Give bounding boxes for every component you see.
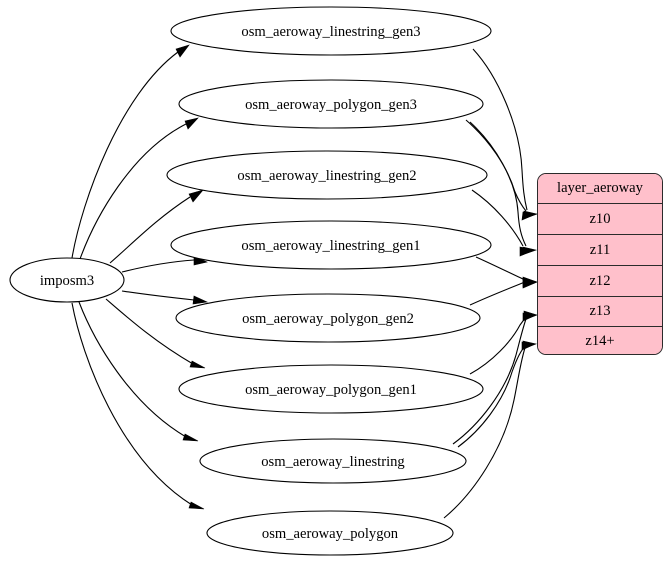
edge-linestring-gen1-to-z12 [475, 256, 526, 281]
arrowhead-linestring [182, 433, 199, 442]
arrowhead-z10-b [521, 211, 538, 221]
arrowhead-polygon [188, 501, 205, 510]
layer-aeroway-table[interactable]: layer_aeroway z10 z11 z12 z13 z14+ [537, 173, 663, 355]
edge-imposm3-to-linestring-gen3 [71, 51, 179, 259]
node-osm_aeroway_polygon_gen1[interactable]: osm_aeroway_polygon_gen1 [178, 364, 484, 414]
arrowhead-z14plus-b [521, 341, 537, 351]
node-osm_aeroway_polygon_gen2-shape[interactable] [175, 293, 481, 343]
node-osm_aeroway_polygon_gen3-shape[interactable] [178, 79, 484, 129]
node-osm_aeroway_linestring-label: osm_aeroway_linestring [261, 454, 405, 470]
layer-aeroway-row-z10-label: z10 [589, 210, 611, 227]
node-imposm3-label: imposm3 [40, 273, 94, 289]
node-osm_aeroway_linestring_gen3-shape[interactable] [170, 6, 492, 56]
arrowhead-polygon-gen1 [189, 360, 206, 369]
node-osm_aeroway_linestring_gen3[interactable]: osm_aeroway_linestring_gen3 [170, 6, 492, 56]
arrowhead-z11-b [519, 246, 535, 257]
node-osm_aeroway_polygon_gen1-shape[interactable] [178, 364, 484, 414]
node-osm_aeroway_linestring_gen2[interactable]: osm_aeroway_linestring_gen2 [166, 150, 488, 200]
layer-aeroway-header-row[interactable]: layer_aeroway [538, 174, 662, 204]
node-osm_aeroway_linestring_gen1-shape[interactable] [170, 220, 492, 270]
edge-imposm3-to-linestring-gen2 [109, 196, 191, 264]
layer-aeroway-row-z12[interactable]: z12 [538, 266, 662, 297]
node-osm_aeroway_polygon[interactable]: osm_aeroway_polygon [206, 510, 454, 556]
layer-aeroway-row-z13[interactable]: z13 [538, 297, 662, 327]
node-imposm3[interactable]: imposm3 [9, 257, 125, 303]
edge-polygon-gen2-to-z12 [469, 281, 526, 306]
edge-linestring-gen3-to-z10 [472, 48, 528, 211]
node-osm_aeroway_linestring_gen3-label: osm_aeroway_linestring_gen3 [241, 24, 420, 40]
node-osm_aeroway_linestring[interactable]: osm_aeroway_linestring [199, 438, 467, 484]
arrowhead-polygon-gen2 [192, 295, 209, 305]
edge-imposm3-to-linestring [78, 301, 187, 438]
arrowhead-polygon-gen3 [184, 117, 199, 130]
node-osm_aeroway_polygon_gen2-label: osm_aeroway_polygon_gen2 [242, 311, 414, 327]
arrowhead-linestring-gen2 [188, 189, 204, 203]
edge-imposm3-to-polygon-gen3 [79, 123, 187, 260]
edge-polygon-to-z14plus [443, 344, 527, 519]
layer-aeroway-row-z13-label: z13 [589, 303, 611, 320]
node-imposm3-shape[interactable] [9, 257, 125, 303]
node-osm_aeroway_polygon_gen3[interactable]: osm_aeroway_polygon_gen3 [178, 79, 484, 129]
node-osm_aeroway_polygon_gen1-label: osm_aeroway_polygon_gen1 [245, 382, 417, 398]
arrowhead-z12-b [522, 277, 538, 289]
edge-linestring-to-z13 [452, 315, 528, 445]
node-osm_aeroway_linestring_gen2-label: osm_aeroway_linestring_gen2 [237, 168, 416, 184]
layer-aeroway-row-z11-label: z11 [589, 241, 611, 258]
edge-linestring-gen2-to-z11 [471, 189, 524, 247]
node-osm_aeroway_linestring-shape[interactable] [199, 438, 467, 484]
edge-imposm3-to-polygon [71, 302, 193, 506]
node-osm_aeroway_polygon_gen2[interactable]: osm_aeroway_polygon_gen2 [175, 293, 481, 343]
node-osm_aeroway_polygon-label: osm_aeroway_polygon [262, 526, 399, 542]
edge-polygon-gen3-to-z11 [469, 121, 527, 247]
node-osm_aeroway_linestring_gen2-shape[interactable] [166, 150, 488, 200]
edge-imposm3-to-polygon-gen2 [121, 290, 195, 301]
node-osm_aeroway_polygon_gen3-label: osm_aeroway_polygon_gen3 [245, 97, 417, 113]
layer-aeroway-header-label: layer_aeroway [557, 180, 643, 197]
node-osm_aeroway_polygon-shape[interactable] [206, 510, 454, 556]
edge-group-to-layer [443, 48, 539, 519]
layer-aeroway-row-z11[interactable]: z11 [538, 235, 662, 266]
node-osm_aeroway_linestring_gen1-label: osm_aeroway_linestring_gen1 [241, 238, 420, 254]
edge-imposm3-to-linestring-gen1 [121, 259, 195, 273]
layer-aeroway-row-z14plus[interactable]: z14+ [538, 327, 662, 354]
edge-linestring-to-z14plus [457, 343, 528, 448]
node-osm_aeroway_linestring_gen1[interactable]: osm_aeroway_linestring_gen1 [170, 220, 492, 270]
arrowhead-z13-b [522, 312, 538, 322]
layer-aeroway-row-z14plus-label: z14+ [585, 333, 615, 350]
layer-aeroway-row-z12-label: z12 [589, 272, 611, 289]
layer-aeroway-row-z10[interactable]: z10 [538, 204, 662, 235]
arrowhead-linestring-gen3 [175, 44, 190, 58]
edge-imposm3-to-polygon-gen1 [105, 298, 194, 365]
